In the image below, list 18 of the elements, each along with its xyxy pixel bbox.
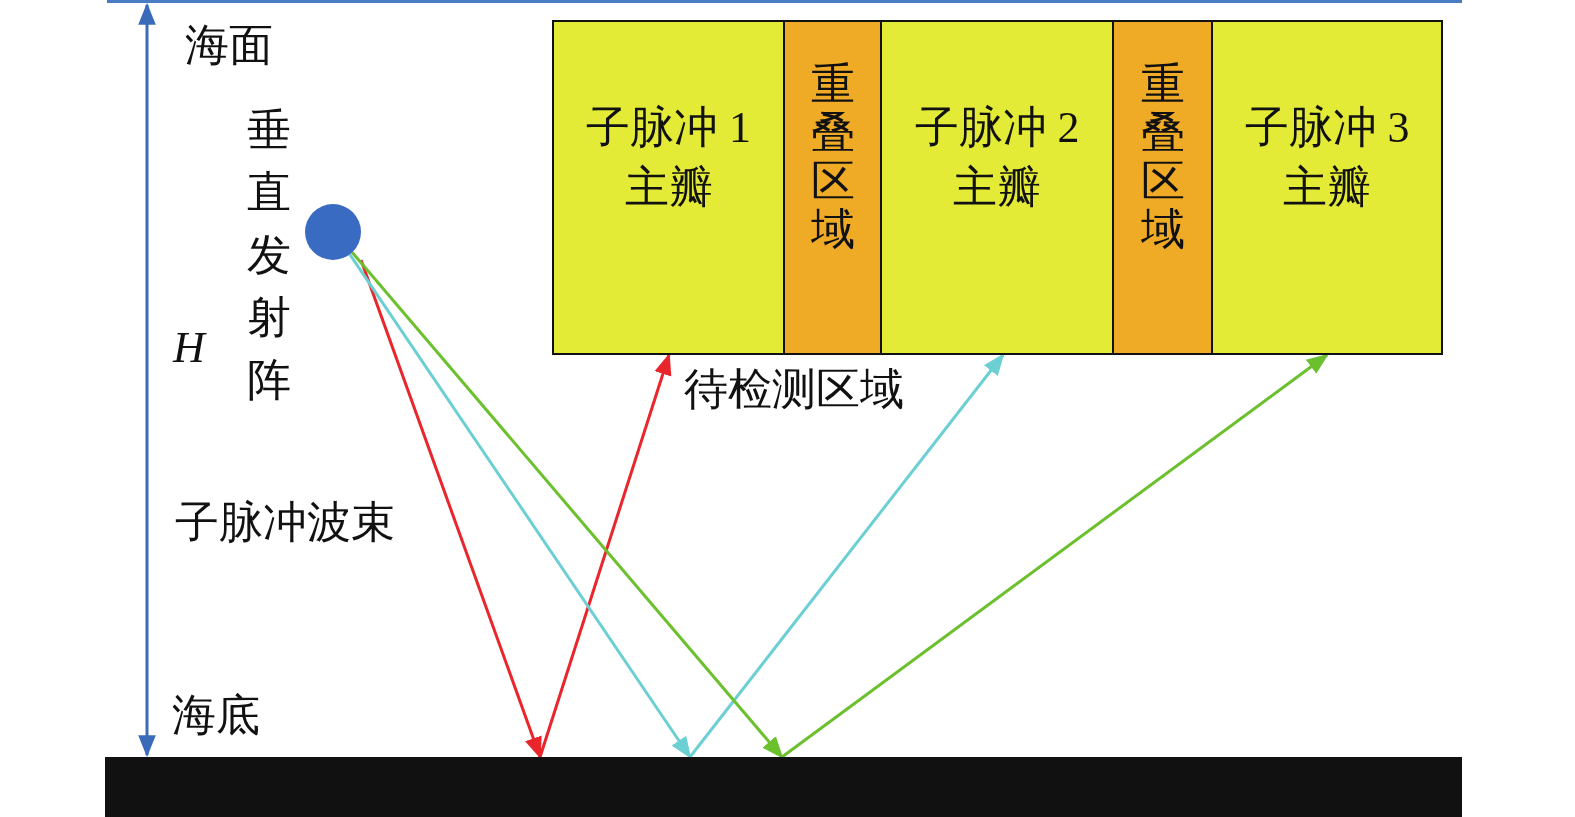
main-lobe-region: 子脉冲 2 主瓣 [880,20,1114,355]
height-label: H [173,322,205,374]
seabed-bar [105,757,1462,817]
sea-surface-label: 海面 [185,20,273,72]
seabed-label: 海底 [172,690,261,742]
array-label: 垂直发射阵 [247,105,292,407]
arrow [350,251,784,759]
region-title: 待检测区域 [684,364,904,416]
overlap-region: 重叠区域 [783,20,882,355]
main-lobe-region: 子脉冲 1 主瓣 [552,20,785,355]
arrow [688,353,1005,758]
overlap-region: 重叠区域 [1112,20,1213,355]
arrow [359,259,542,760]
transducer-circle [305,204,361,260]
beam-label: 子脉冲波束 [175,497,395,549]
arrow [781,353,1329,759]
main-lobe-region: 子脉冲 3 主瓣 [1211,20,1443,355]
arrow [348,253,692,759]
